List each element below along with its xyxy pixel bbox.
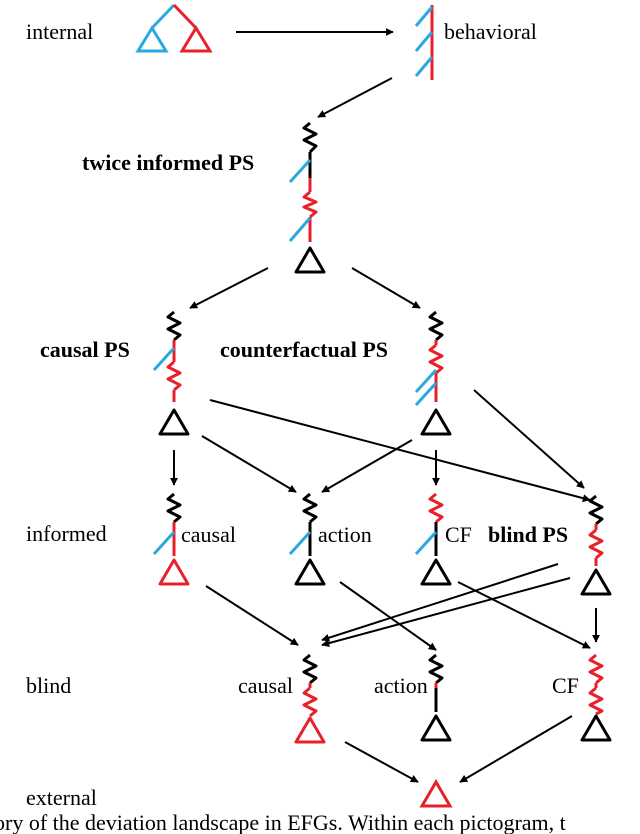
triangle-icon: [158, 558, 190, 586]
edge-informed-cf-to-blind-cf: [457, 581, 591, 649]
edge-blind-ps-to-blind-action: [321, 563, 559, 642]
triangle-icon: [419, 779, 453, 808]
node-informed-cf-label: CF: [445, 522, 472, 547]
blind-action-pictogram: [420, 653, 452, 742]
edge-blind-causal-to-external: [344, 741, 419, 783]
causal-ps-pictogram: [152, 310, 190, 436]
blind-cf-pictogram: [580, 653, 612, 742]
informed-causal-pictogram: [152, 492, 190, 586]
twice-informed-ps-pictogram: [288, 121, 326, 274]
node-blind-cf-label: CF: [552, 673, 579, 698]
triangle-icon: [420, 408, 452, 436]
edges: [170, 28, 600, 783]
informed-cf-pictogram: [414, 492, 452, 586]
triangle-icon: [179, 25, 213, 53]
triangle-icon: [158, 408, 190, 436]
triangle-icon: [580, 568, 612, 596]
internal-tree-pictogram: [135, 3, 213, 53]
row-label-blind: blind: [26, 673, 71, 698]
triangle-icon: [294, 558, 326, 586]
edge-twice-informed-to-counterfactual-ps: [351, 267, 421, 309]
node-causal-ps-label: causal PS: [40, 337, 130, 362]
node-counterfactual-ps-label: counterfactual PS: [220, 337, 388, 362]
behavioral-pictogram: [414, 5, 434, 80]
node-informed-causal-label: causal: [181, 522, 236, 547]
node-blind-causal-label: causal: [238, 673, 293, 698]
external-pictogram: [419, 779, 453, 808]
edge-causal-ps-to-informed-action: [201, 435, 297, 493]
triangle-icon: [294, 246, 326, 274]
triangle-icon: [420, 714, 452, 742]
counterfactual-ps-pictogram: [414, 310, 452, 436]
figure-caption: ory of the deviation landscape in EFGs. …: [0, 810, 566, 834]
blind-causal-pictogram: [294, 653, 326, 744]
edge-counterfactual-ps-to-blind-ps: [473, 389, 585, 489]
triangle-icon: [135, 25, 169, 53]
edge-causal-ps-to-blind-ps: [209, 399, 591, 503]
edge-blind-cf-to-external: [459, 715, 573, 783]
row-label-internal: internal: [26, 19, 93, 44]
row-label-external: external: [26, 785, 97, 810]
edge-informed-causal-to-blind-causal: [205, 585, 299, 646]
edge-informed-action-to-blind-action: [339, 581, 437, 651]
triangle-icon: [420, 558, 452, 586]
node-blind-ps-label: blind PS: [488, 522, 568, 547]
blind-ps-pictogram: [580, 494, 612, 596]
node-behavioral-label: behavioral: [444, 19, 537, 44]
edge-blind-ps-to-blind-causal: [321, 577, 571, 647]
node-twice-informed-ps-label: twice informed PS: [82, 150, 254, 175]
node-blind-action-label: action: [374, 673, 428, 698]
row-label-informed: informed: [26, 521, 107, 546]
triangle-icon: [580, 714, 612, 742]
edge-behavioral-to-twice-informed: [317, 77, 393, 118]
edge-twice-informed-to-causal-ps: [189, 267, 269, 309]
triangle-icon: [294, 716, 326, 744]
node-informed-action-label: action: [318, 522, 372, 547]
informed-action-pictogram: [288, 492, 326, 586]
edge-counterfactual-ps-to-informed-action: [321, 439, 413, 493]
